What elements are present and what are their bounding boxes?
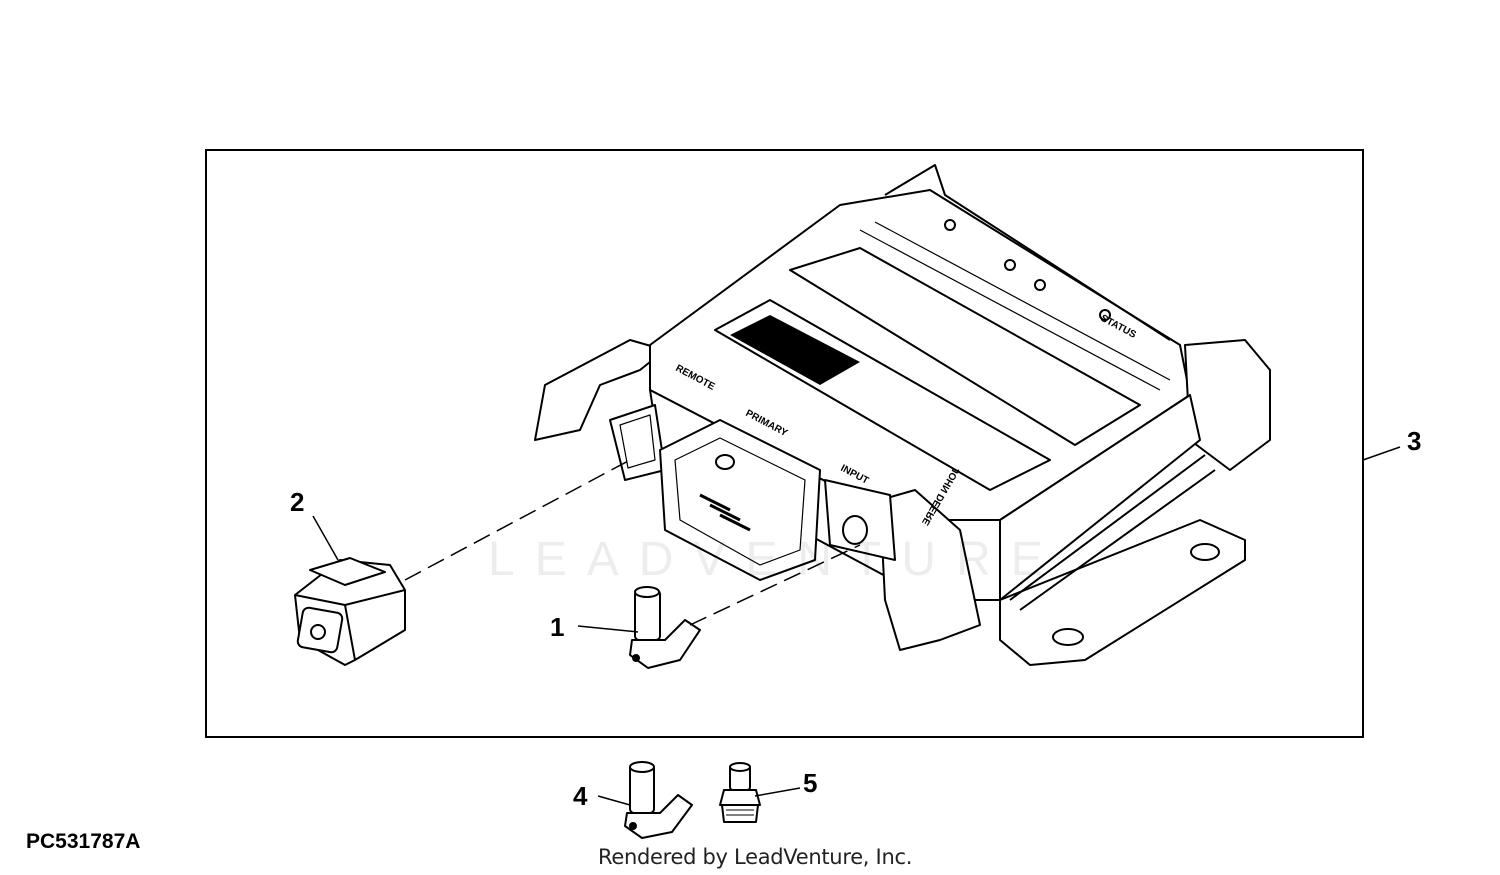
fitting-part-5	[719, 762, 761, 823]
leader-line-4	[597, 795, 631, 806]
callout-2: 2	[290, 487, 305, 517]
plug-part-4	[624, 761, 693, 839]
plug-part-1	[629, 586, 701, 669]
leader-line-5	[754, 787, 801, 797]
dashed-line-2	[404, 459, 631, 581]
controller-unit	[534, 164, 1271, 666]
callout-1: 1	[550, 612, 565, 642]
callout-4: 4	[573, 781, 588, 811]
callout-5: 5	[803, 768, 818, 798]
watermark: LEADVENTURE	[488, 533, 1063, 586]
render-credit: Rendered by LeadVenture, Inc.	[598, 845, 913, 869]
figure-id: PC531787A	[26, 830, 141, 853]
assembly-frame	[205, 149, 1364, 738]
leader-line-3	[1362, 446, 1401, 461]
leader-line-2	[312, 515, 339, 561]
connector-part-2	[294, 557, 406, 666]
dashed-line-1	[689, 544, 861, 626]
leader-line-1	[577, 625, 639, 633]
callout-3: 3	[1407, 426, 1422, 456]
